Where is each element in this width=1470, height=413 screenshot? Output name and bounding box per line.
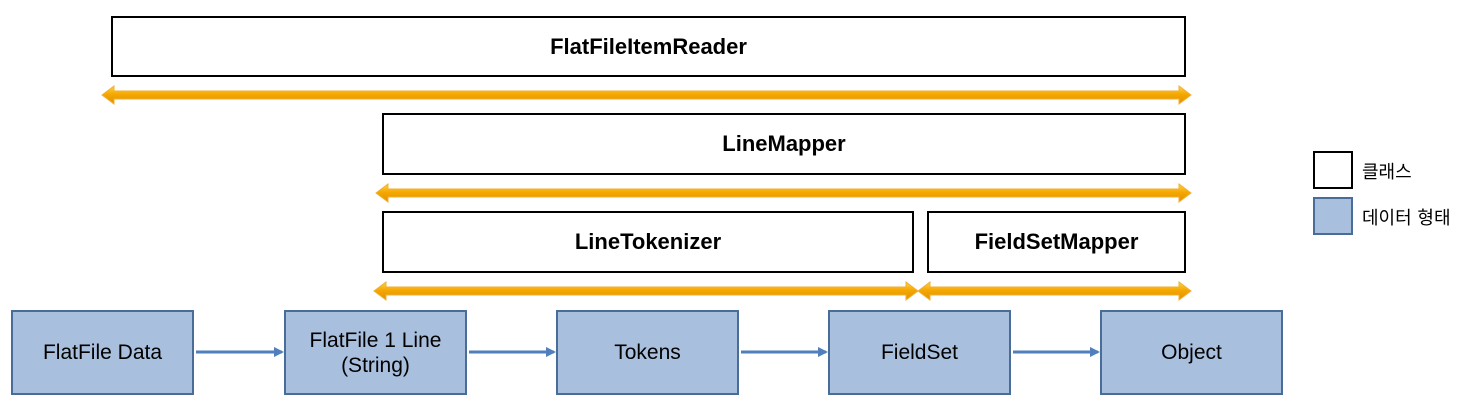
span-arrow-line-tokenizer xyxy=(373,281,919,301)
class-field-set-mapper: FieldSetMapper xyxy=(927,211,1186,273)
class-line-mapper: LineMapper xyxy=(382,113,1186,175)
data-flat-file-line: FlatFile 1 Line (String) xyxy=(284,310,467,395)
data-tokens: Tokens xyxy=(556,310,739,395)
data-field-set-label: FieldSet xyxy=(880,341,959,364)
data-flat-file-data-label: FlatFile Data xyxy=(42,341,163,364)
data-tokens-label: Tokens xyxy=(614,341,681,364)
class-flat-file-item-reader: FlatFileItemReader xyxy=(111,16,1186,77)
data-flat-file-data: FlatFile Data xyxy=(11,310,194,395)
class-field-set-mapper-label: FieldSetMapper xyxy=(974,229,1139,254)
data-flat-file-line-label-2: (String) xyxy=(341,353,410,377)
span-arrow-field-set-mapper xyxy=(917,281,1192,301)
legend-class-swatch xyxy=(1313,151,1353,189)
data-object-label: Object xyxy=(1161,341,1222,364)
class-line-mapper-label: LineMapper xyxy=(722,131,846,156)
span-arrow-flat-file-item-reader xyxy=(101,85,1192,105)
data-field-set: FieldSet xyxy=(828,310,1011,395)
span-arrow-line-mapper xyxy=(375,183,1192,203)
data-object: Object xyxy=(1100,310,1283,395)
class-line-tokenizer-label: LineTokenizer xyxy=(574,229,722,254)
legend-data-form-label: 데이터 형태 xyxy=(1362,208,1451,229)
data-flat-file-line-label-1: FlatFile 1 Line xyxy=(309,328,442,352)
class-line-tokenizer: LineTokenizer xyxy=(382,211,914,273)
legend-class-label: 클래스 xyxy=(1362,162,1412,183)
legend-data-form-swatch xyxy=(1313,197,1353,235)
class-flat-file-item-reader-label: FlatFileItemReader xyxy=(550,33,747,59)
